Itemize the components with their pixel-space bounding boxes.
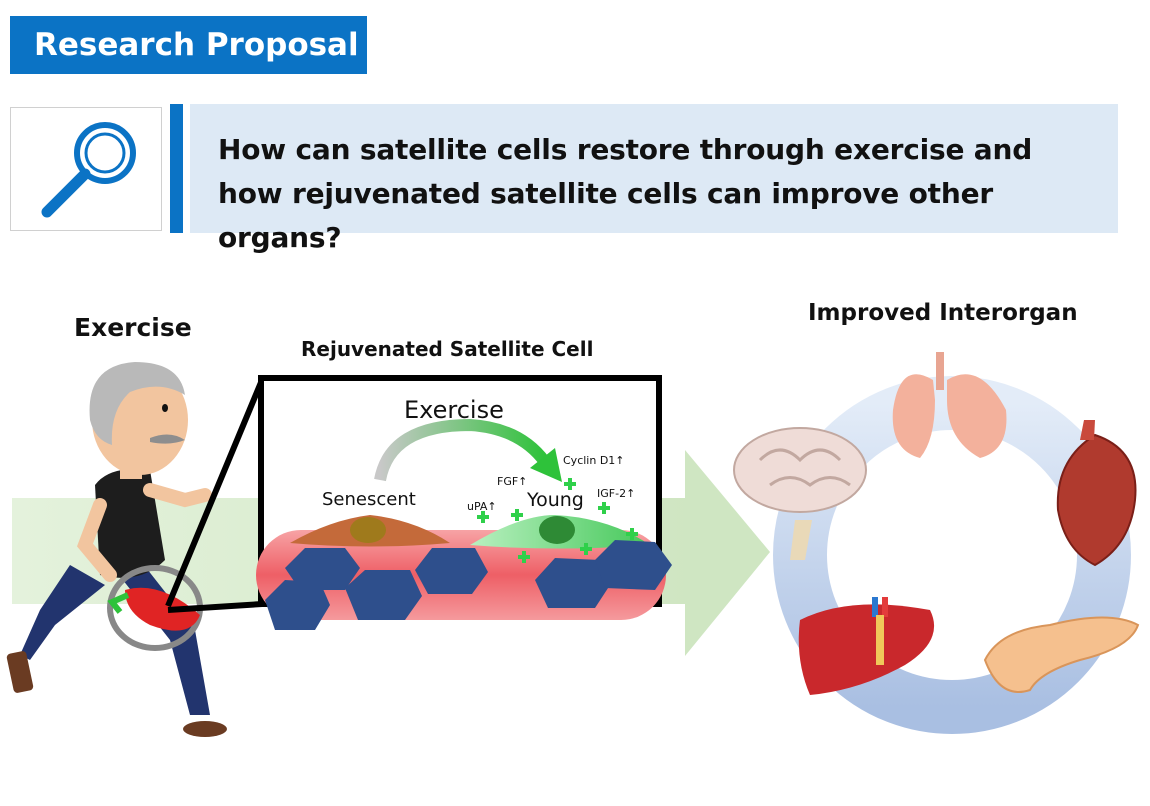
senescent-cell (290, 515, 450, 547)
igf-label: IGF-2↑ (597, 487, 636, 500)
lungs-icon (892, 352, 1007, 458)
zoom-lines (165, 378, 265, 613)
search-icon-box (10, 107, 162, 231)
magnifier-icon (41, 122, 136, 218)
brain-icon (733, 427, 867, 560)
exercise-label: Exercise (74, 313, 192, 342)
improved-label: Improved Interorgan (808, 300, 1078, 326)
growth-factor-markers (477, 478, 638, 563)
liver-icon (798, 597, 935, 695)
banner-title: Research Proposal (34, 27, 359, 63)
rejuvenated-label: Rejuvenated Satellite Cell (301, 337, 594, 361)
research-question: How can satellite cells restore through … (190, 104, 1118, 254)
senescent-label: Senescent (322, 489, 416, 510)
inner-exercise-label: Exercise (404, 396, 504, 424)
upa-label: uPA↑ (467, 500, 497, 513)
young-cell (470, 515, 650, 549)
accent-bar (170, 104, 183, 233)
exercise-curve-arrowhead (530, 448, 562, 482)
runner-figure (6, 362, 227, 737)
pancreas-icon (983, 616, 1140, 693)
myonuclei (265, 540, 672, 630)
fgf-label: FGF↑ (497, 475, 528, 488)
young-label: Young (527, 489, 584, 511)
exercise-curve-arrow (374, 418, 550, 482)
section-banner: Research Proposal (10, 16, 367, 74)
cyclin-label: Cyclin D1↑ (563, 454, 625, 467)
heart-icon (1056, 420, 1137, 567)
